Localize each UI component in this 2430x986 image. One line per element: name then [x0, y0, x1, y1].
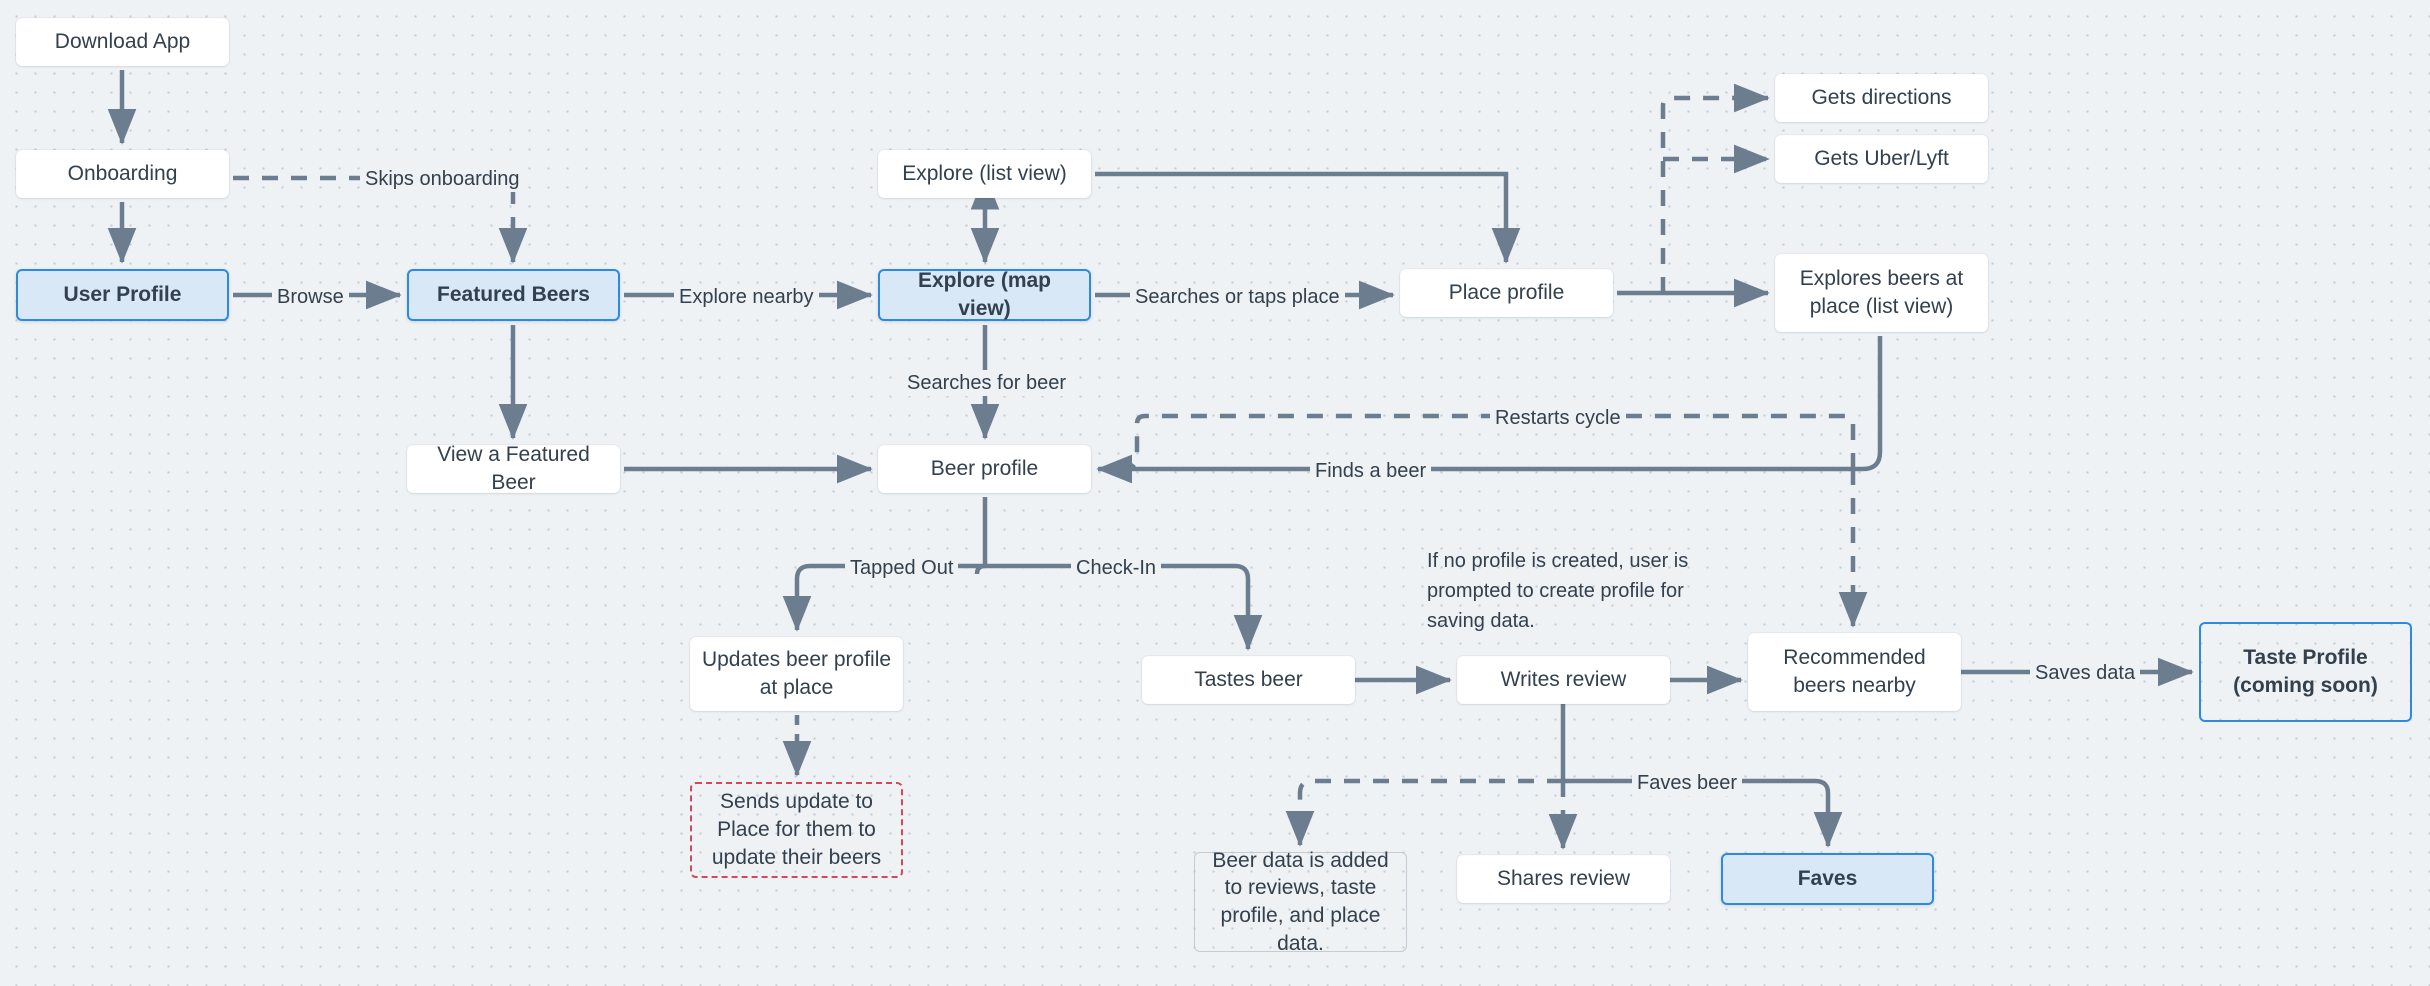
node-explores-beers-at-place[interactable]: Explores beers at place (list view): [1775, 254, 1988, 332]
node-updates-beer-profile-at-place[interactable]: Updates beer profile at place: [690, 637, 903, 711]
node-place-profile[interactable]: Place profile: [1400, 269, 1613, 317]
edge-label-tapped-out: Tapped Out: [845, 555, 959, 581]
edge-writes-to-beerdata: [1285, 778, 1563, 847]
node-explore-list-view[interactable]: Explore (list view): [878, 150, 1091, 198]
node-recommended-beers-nearby[interactable]: Recommended beers nearby: [1748, 633, 1961, 711]
edge-finds-a-beer: [1096, 336, 1883, 484]
node-shares-review[interactable]: Shares review: [1457, 855, 1670, 903]
node-gets-uber-lyft[interactable]: Gets Uber/Lyft: [1775, 135, 1988, 183]
edge-label-restarts-cycle: Restarts cycle: [1490, 405, 1626, 431]
node-explore-map-view[interactable]: Explore (map view): [878, 269, 1091, 321]
node-faves[interactable]: Faves: [1721, 853, 1934, 905]
node-taste-profile[interactable]: Taste Profile (coming soon): [2199, 622, 2412, 722]
node-gets-directions[interactable]: Gets directions: [1775, 74, 1988, 122]
edge-label-explore-nearby: Explore nearby: [674, 284, 819, 310]
note-profile-prompt: If no profile is created, user is prompt…: [1427, 550, 1689, 632]
node-beer-data-added[interactable]: Beer data is added to reviews, taste pro…: [1194, 849, 1407, 955]
edge-label-saves-data: Saves data: [2030, 660, 2141, 686]
node-user-profile[interactable]: User Profile: [16, 269, 229, 321]
node-download-app[interactable]: Download App: [16, 18, 229, 66]
edge-label-finds-a-beer: Finds a beer: [1310, 458, 1432, 484]
node-sends-update-to-place[interactable]: Sends update to Place for them to update…: [690, 782, 903, 878]
edge-list-to-placeprofile: [1095, 171, 1521, 264]
node-writes-review[interactable]: Writes review: [1457, 656, 1670, 704]
edge-label-faves-beer: Faves beer: [1632, 770, 1743, 796]
node-view-a-featured-beer[interactable]: View a Featured Beer: [407, 443, 620, 494]
node-featured-beers[interactable]: Featured Beers: [407, 269, 620, 321]
edge-label-check-in: Check-In: [1071, 555, 1162, 581]
node-onboarding[interactable]: Onboarding: [16, 150, 229, 198]
edge-restarts-cycle: [1122, 413, 1856, 472]
edge-label-skips-onboarding: Skips onboarding: [360, 166, 525, 192]
edge-place-dashed-trunk: [1660, 83, 1770, 293]
edge-label-browse: Browse: [272, 284, 349, 310]
edge-label-searches-or-taps-place: Searches or taps place: [1130, 284, 1345, 310]
edge-label-searches-for-beer: Searches for beer: [902, 370, 1071, 396]
node-tastes-beer[interactable]: Tastes beer: [1142, 656, 1355, 704]
node-beer-profile[interactable]: Beer profile: [878, 445, 1091, 493]
